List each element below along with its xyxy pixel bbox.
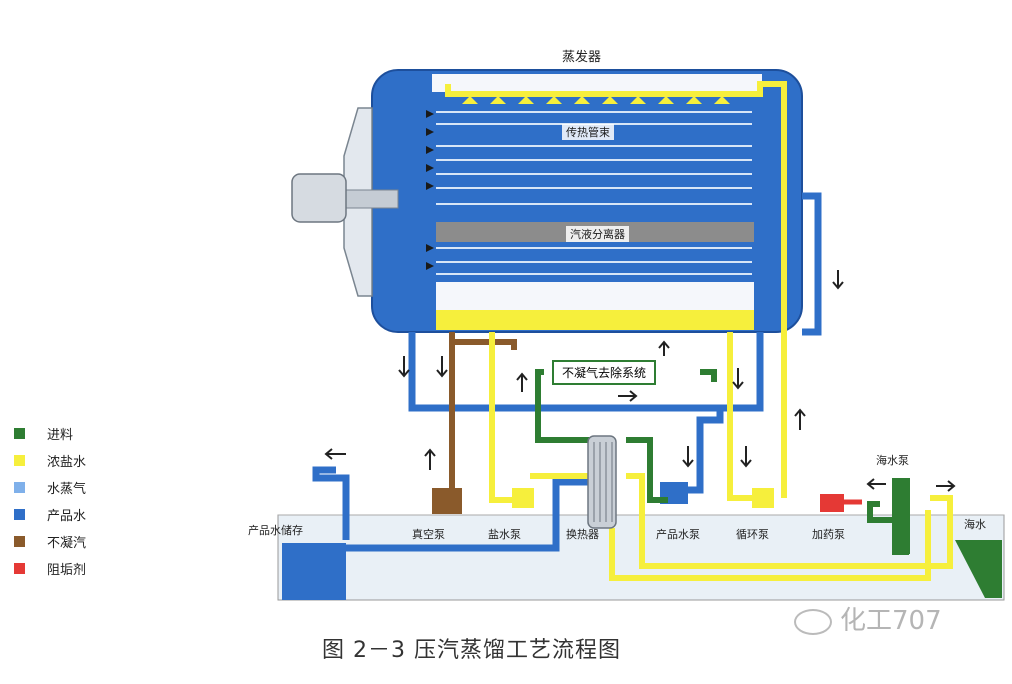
figure-caption: 图 2－3 压汽蒸馏工艺流程图 <box>322 632 621 664</box>
legend-swatch-ncg <box>14 536 25 547</box>
legend-swatch-antiscalant <box>14 563 25 574</box>
legend-item-feed: 进料 <box>14 420 86 447</box>
evaporator-label: 蒸发器 <box>562 46 601 65</box>
tube-bundle-label: 传热管束 <box>562 124 614 140</box>
legend-item-ncg: 不凝汽 <box>14 528 86 555</box>
evaporator-yellow-band <box>436 310 754 330</box>
separator-label: 汽液分离器 <box>566 226 629 242</box>
legend-item-steam: 水蒸气 <box>14 474 86 501</box>
legend: 进料 浓盐水 水蒸气 产品水 不凝汽 阻垢剂 <box>14 420 86 582</box>
sea-water-pump-body <box>892 478 910 554</box>
wechat-icon <box>794 609 832 635</box>
heat-exchanger-label: 换热器 <box>566 526 599 542</box>
legend-swatch-product <box>14 509 25 520</box>
ncg-removal-system-label: 不凝气去除系统 <box>552 360 656 385</box>
product-storage-tank <box>282 543 346 600</box>
product-storage-label: 产品水储存 <box>248 522 303 538</box>
vacuum-pump-label: 真空泵 <box>412 526 445 542</box>
sea-water-pump-label: 海水泵 <box>876 452 909 468</box>
evaporator-lower-band <box>436 282 754 312</box>
brine-pump-body <box>512 488 534 508</box>
legend-swatch-steam <box>14 482 25 493</box>
legend-swatch-brine <box>14 455 25 466</box>
dosing-pump-label: 加药泵 <box>812 526 845 542</box>
brine-pump-label: 盐水泵 <box>488 526 521 542</box>
non-condensable-pipe <box>452 332 514 350</box>
circulation-pump-body <box>752 488 774 508</box>
circulation-pump-label: 循环泵 <box>736 526 769 542</box>
legend-item-antiscalant: 阻垢剂 <box>14 555 86 582</box>
dosing-pump-body <box>820 494 844 512</box>
sea-water-label: 海水 <box>964 516 986 532</box>
compressor-motor <box>292 174 346 222</box>
vacuum-pump-body <box>432 488 462 514</box>
legend-item-brine: 浓盐水 <box>14 447 86 474</box>
legend-swatch-feed <box>14 428 25 439</box>
product-pump-label: 产品水泵 <box>656 526 700 542</box>
legend-item-product: 产品水 <box>14 501 86 528</box>
compressor-shaft <box>340 190 398 208</box>
watermark: 化工707 <box>794 600 942 637</box>
evaporator-top-band <box>432 74 762 92</box>
